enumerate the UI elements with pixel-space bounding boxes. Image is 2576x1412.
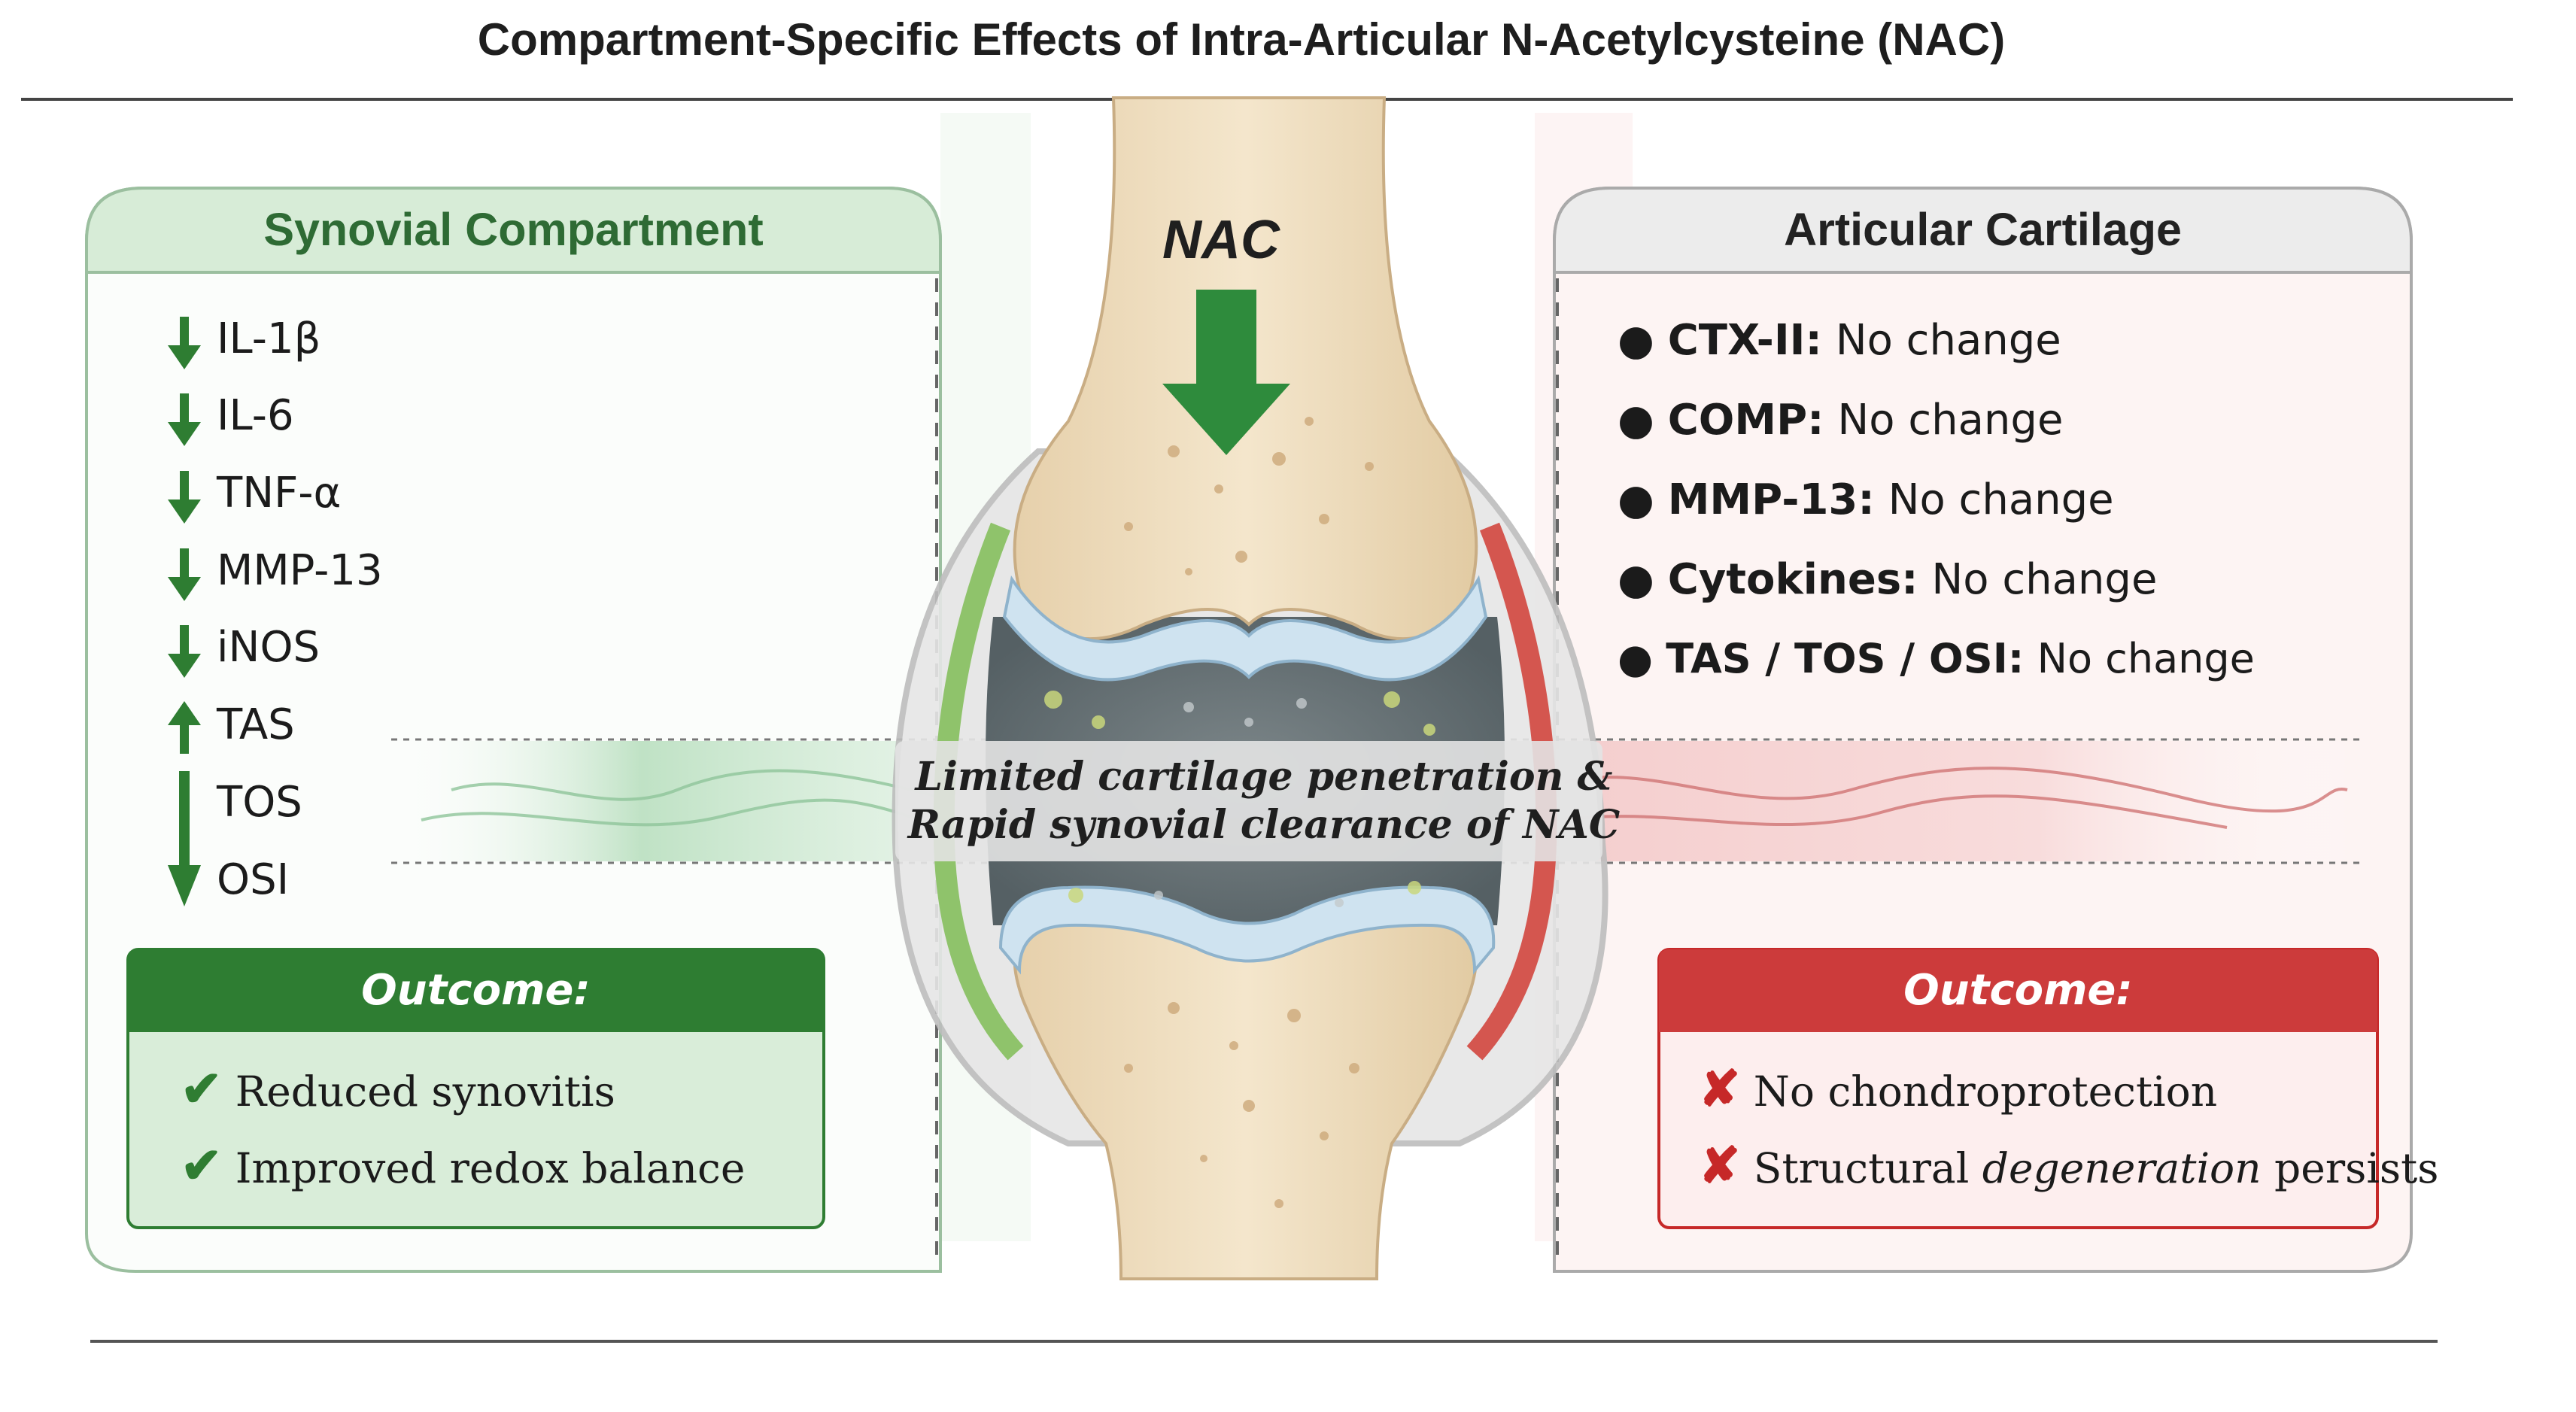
cartilage-marker-row: ● Cytokines: No change bbox=[1618, 555, 2158, 604]
cross-icon: ✘ bbox=[1699, 1059, 1741, 1118]
synovial-marker-osi: OSI bbox=[217, 855, 290, 904]
synovial-marker-inos: iNOS bbox=[217, 623, 320, 672]
synovial-outcome-heading: Outcome: bbox=[361, 966, 591, 1015]
cartilage-outcome-item: ✘ No chondroprotection bbox=[1699, 1059, 2218, 1118]
bullet-icon: ● bbox=[1618, 316, 1654, 365]
bullet-icon: ● bbox=[1618, 475, 1654, 524]
cartilage-marker-row: ● CTX-II: No change bbox=[1618, 316, 2061, 365]
cartilage-marker-row: ● COMP: No change bbox=[1618, 396, 2064, 445]
synovial-marker-mmp13: MMP-13 bbox=[217, 546, 383, 595]
penetration-band bbox=[391, 738, 2362, 864]
cross-icon: ✘ bbox=[1699, 1136, 1741, 1195]
check-icon: ✔ bbox=[181, 1136, 223, 1195]
synovial-marker-tos: TOS bbox=[217, 778, 302, 827]
synovial-heading: Synovial Compartment bbox=[263, 204, 764, 255]
nac-arrow bbox=[1162, 290, 1290, 455]
band-label-box bbox=[895, 741, 1602, 861]
nac-label: NAC bbox=[1162, 210, 1280, 270]
synovial-outcome-item: ✔ Improved redox balance bbox=[181, 1136, 746, 1195]
synovial-marker-il1b: IL-1β bbox=[217, 314, 321, 363]
page-title: Compartment-Specific Effects of Intra-Ar… bbox=[477, 14, 2006, 65]
check-icon: ✔ bbox=[181, 1059, 223, 1118]
synovial-outcome-item: ✔ Reduced synovitis bbox=[181, 1059, 615, 1118]
cartilage-outcome-box bbox=[1657, 948, 2379, 1229]
bullet-icon: ● bbox=[1618, 555, 1654, 604]
bullet-icon: ● bbox=[1618, 396, 1654, 445]
cartilage-outcome-heading: Outcome: bbox=[1903, 966, 2133, 1015]
synovial-marker-il6: IL-6 bbox=[217, 391, 294, 440]
band-text-line1: Limited cartilage penetration & bbox=[915, 754, 1613, 800]
bullet-icon: ● bbox=[1618, 635, 1654, 682]
synovial-arrows bbox=[168, 317, 201, 906]
cartilage-heading: Articular Cartilage bbox=[1784, 204, 2182, 255]
cartilage-marker-row: ● MMP-13: No change bbox=[1618, 475, 2114, 524]
cartilage-marker-row: ● TAS / TOS / OSI: No change bbox=[1618, 635, 2255, 682]
cartilage-outcome-item: ✘ Structural degeneration persists bbox=[1699, 1136, 2439, 1195]
synovial-marker-tnf: TNF-α bbox=[217, 469, 342, 518]
band-text-line2: Rapid synovial clearance of NAC bbox=[907, 802, 1621, 848]
synovial-outcome-box bbox=[126, 948, 825, 1229]
synovial-marker-tas: TAS bbox=[217, 700, 295, 749]
